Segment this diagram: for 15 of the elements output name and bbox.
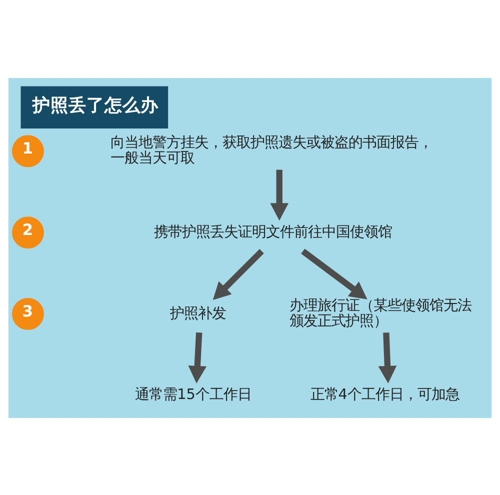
arrow bbox=[188, 332, 207, 383]
arrow bbox=[270, 169, 289, 220]
node-text: 通常需15个工作日 bbox=[135, 386, 252, 403]
node-circle: 1 bbox=[12, 134, 44, 167]
node-text: 携带护照丢失证明文件前往中国使领馆 bbox=[154, 224, 392, 240]
node-circle: 3 bbox=[12, 297, 44, 330]
arrow bbox=[212, 248, 264, 300]
arrow bbox=[301, 248, 368, 299]
node-text: 办理旅行证（某些使领馆无法颁发正式护照） bbox=[290, 298, 472, 329]
node-text: 向当地警方挂失，获取护照遗失或被盗的书面报告，一般当天可取 bbox=[110, 134, 432, 166]
node-text: 正常4个工作日，可加急 bbox=[310, 386, 460, 403]
diagram-title: 护照丢了怎么办 bbox=[32, 96, 159, 116]
node-circle: 2 bbox=[12, 216, 44, 248]
node-text: 护照补发 bbox=[170, 305, 226, 322]
arrow bbox=[378, 332, 397, 383]
